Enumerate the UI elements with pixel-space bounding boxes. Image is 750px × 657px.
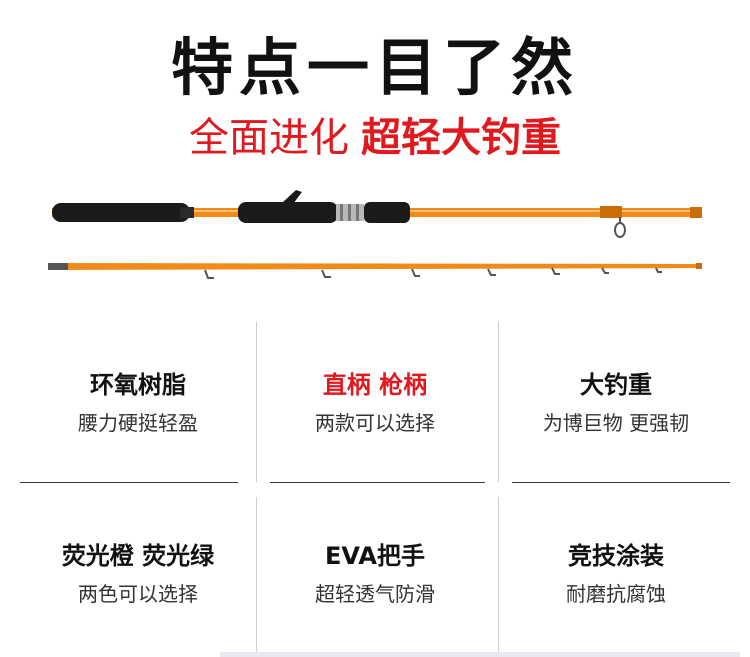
feature-item: 荧光橙 荧光绿 两色可以选择 [20, 539, 256, 609]
page-title: 特点一目了然 [170, 31, 579, 104]
feature-desc: 超轻透气防滑 [315, 582, 435, 606]
fishing-rod-image [0, 180, 750, 290]
grid-divider [512, 482, 730, 483]
feature-desc: 耐磨抗腐蚀 [566, 582, 666, 606]
feature-item: 竞技涂装 耐磨抗腐蚀 [498, 539, 734, 609]
feature-item: 大钓重 为博巨物 更强韧 [498, 368, 734, 438]
subtitle-bold: 超轻大钓重 [361, 115, 561, 161]
grid-divider [498, 497, 499, 657]
feature-item: 直柄 枪柄 两款可以选择 [257, 368, 493, 438]
grid-divider [256, 497, 257, 657]
feature-title: 荧光橙 荧光绿 [61, 542, 215, 570]
feature-desc: 两色可以选择 [78, 582, 198, 606]
fishing-rod-illustration [48, 190, 702, 279]
feature-title: 大钓重 [580, 371, 652, 399]
feature-title: 直柄 枪柄 [322, 371, 428, 399]
grid-divider [270, 482, 485, 483]
feature-desc: 两款可以选择 [315, 411, 435, 435]
page-subtitle: 全面进化超轻大钓重 [0, 108, 750, 168]
feature-item: EVA把手 超轻透气防滑 [257, 539, 493, 609]
feature-title: 环氧树脂 [90, 371, 186, 399]
rod-tip-section [48, 263, 702, 279]
grid-divider [20, 482, 238, 483]
feature-desc: 腰力硬挺轻盈 [78, 411, 198, 435]
feature-desc: 为博巨物 更强韧 [542, 411, 690, 435]
feature-title: EVA把手 [325, 542, 425, 570]
feature-item: 环氧树脂 腰力硬挺轻盈 [20, 368, 256, 438]
feature-grid: 环氧树脂 腰力硬挺轻盈 直柄 枪柄 两款可以选择 大钓重 为博巨物 更强韧 荧光… [20, 322, 730, 657]
subtitle-normal: 全面进化 [189, 115, 349, 161]
feature-title: 竞技涂装 [568, 542, 664, 570]
grid-divider [256, 322, 257, 482]
grid-divider [498, 322, 499, 482]
rod-butt-section [52, 190, 702, 238]
bottom-edge-bar [220, 652, 740, 657]
